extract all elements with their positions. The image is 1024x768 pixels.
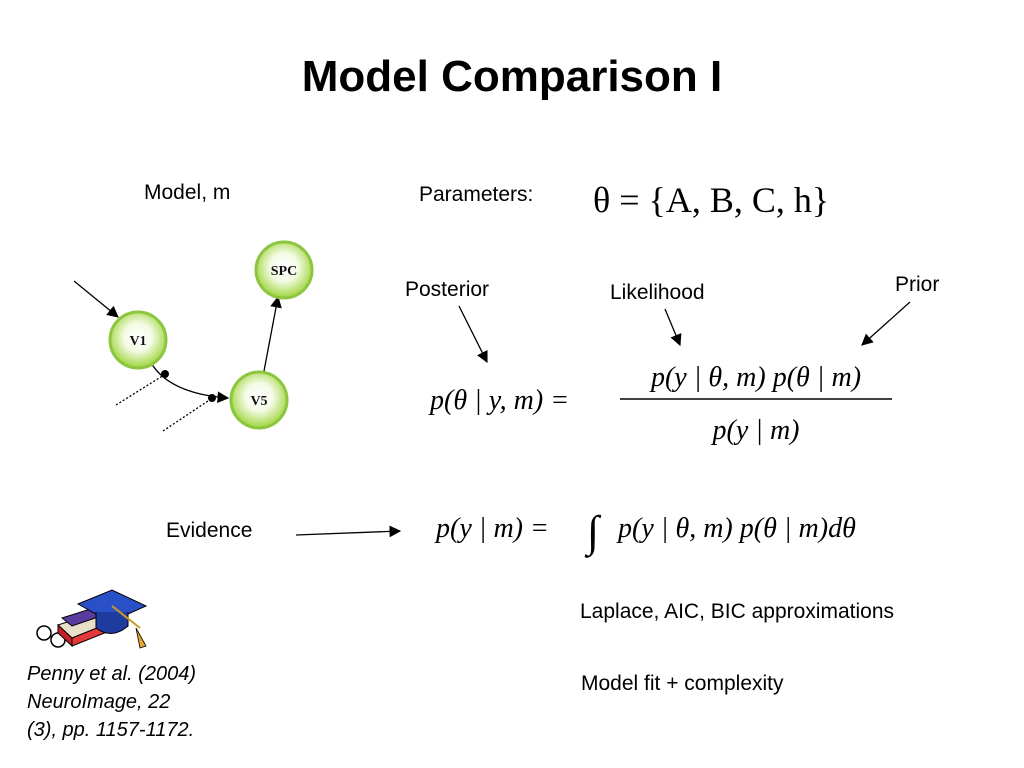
evidence-equation: p(y | m) = ∫ p(y | θ, m) p(θ | m)dθ [434,507,856,558]
prior-arrow [862,302,910,345]
bayes-denominator: p(y | m) [711,415,800,446]
modulation-dot-1 [161,370,169,378]
bayes-numerator: p(y | θ, m) p(θ | m) [649,362,861,393]
likelihood-arrow [665,309,680,345]
node-spc-label: SPC [271,264,297,279]
book-graduation-cap-icon [37,590,146,648]
node-v5-label: V5 [250,394,267,409]
integral-sign: ∫ [584,507,602,558]
node-v1: V1 [110,312,166,368]
parameters-equation: θ = {A, B, C, h} [593,180,829,220]
evidence-rhs: p(y | θ, m) p(θ | m)dθ [616,513,856,544]
posterior-arrow [459,306,487,362]
network-diagram: V1 V5 SPC [74,242,312,431]
v5-spc-connection [264,297,278,371]
modulation-line-1 [116,375,164,405]
node-v1-label: V1 [129,334,146,349]
node-v5: V5 [231,372,287,428]
evidence-arrow [296,531,400,535]
modulation-dot-2 [208,394,216,402]
input-arrow [74,281,118,317]
bayes-lhs: p(θ | y, m) = [428,385,569,416]
bayes-equation: p(θ | y, m) = p(y | θ, m) p(θ | m) p(y |… [428,362,892,446]
modulation-line-2 [163,399,211,431]
evidence-lhs: p(y | m) = [434,513,549,544]
node-spc: SPC [256,242,312,298]
